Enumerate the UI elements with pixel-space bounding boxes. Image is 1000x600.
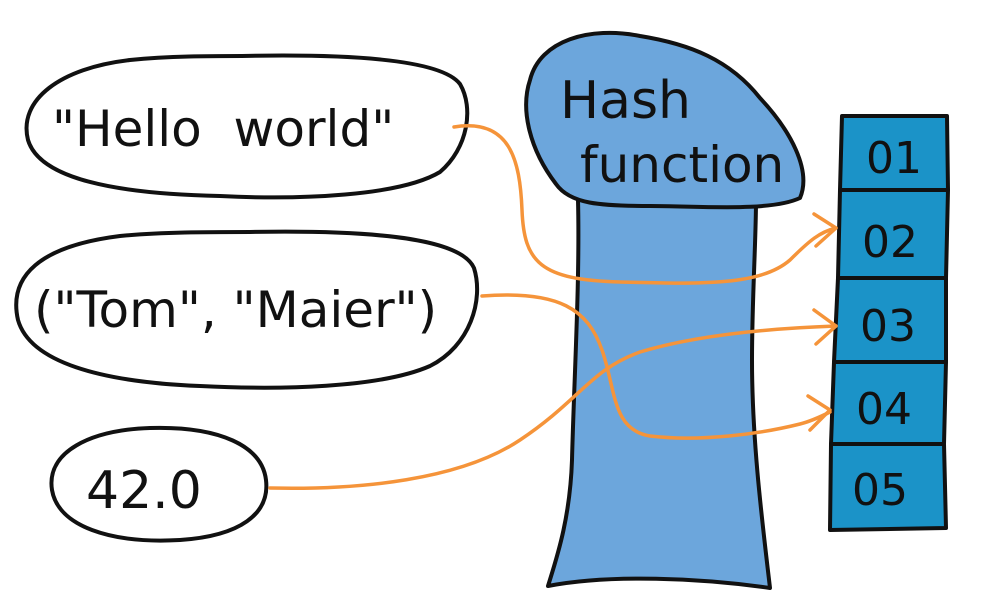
arrow-head-02 xyxy=(812,212,838,248)
input-oval-42 xyxy=(49,425,269,543)
input-oval-tom-maier xyxy=(14,229,479,390)
input-label-42: 42.0 xyxy=(86,461,202,521)
hash-function-stem xyxy=(546,198,772,590)
bucket-01: 01 xyxy=(866,133,922,184)
arrow-tom-maier-to-04 xyxy=(480,293,832,440)
input-label-tom-maier: ("Tom", "Maier") xyxy=(34,281,437,339)
hash-function-label-line2: function xyxy=(580,136,784,194)
input-label-hello-world: "Hello world" xyxy=(52,100,394,158)
input-oval-hello-world xyxy=(24,53,470,200)
bucket-02: 02 xyxy=(862,217,918,268)
hash-function-head xyxy=(524,30,806,210)
bucket-03: 03 xyxy=(860,301,916,352)
arrow-hello-world-to-02 xyxy=(452,124,838,285)
arrow-head-04 xyxy=(806,394,832,432)
arrow-42-to-03 xyxy=(268,324,838,490)
bucket-table: 01 02 03 04 05 xyxy=(828,114,950,532)
mapping-arrows xyxy=(268,124,838,490)
hash-function-label-line1: Hash xyxy=(560,71,691,131)
bucket-05: 05 xyxy=(852,465,908,516)
arrow-head-03 xyxy=(812,308,838,346)
bucket-04: 04 xyxy=(856,384,912,435)
